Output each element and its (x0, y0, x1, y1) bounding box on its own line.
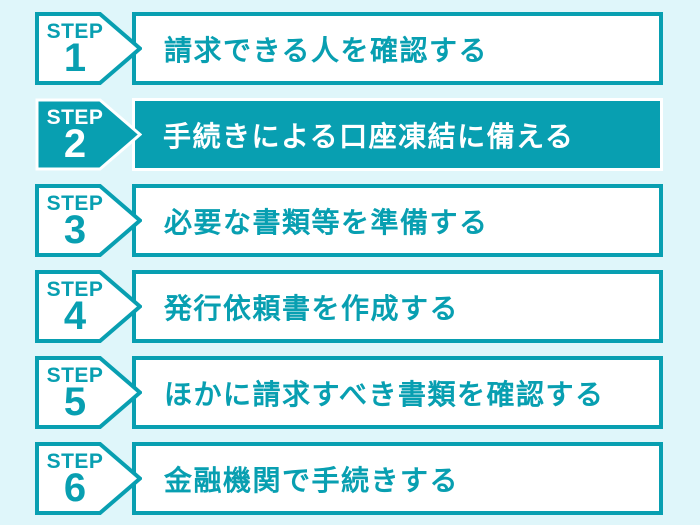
step-row: 発行依頼書を作成する STEP 4 (35, 270, 663, 343)
step-title-bar: 手続きによる口座凍結に備える (132, 98, 663, 171)
step-title: 必要な書類等を準備する (164, 206, 489, 238)
arrow-pentagon-shape (35, 98, 142, 171)
step-title-bar: ほかに請求すべき書類を確認する (132, 356, 663, 429)
step-title-bar: 請求できる人を確認する (132, 12, 663, 85)
step-title: 金融機関で手続きする (164, 464, 460, 496)
step-arrow-badge (35, 270, 142, 343)
step-title: 発行依頼書を作成する (164, 292, 460, 324)
step-title-bar: 発行依頼書を作成する (132, 270, 663, 343)
step-title: ほかに請求すべき書類を確認する (164, 378, 605, 410)
step-arrow-badge (35, 98, 142, 171)
step-title-bar: 必要な書類等を準備する (132, 184, 663, 257)
step-arrow-badge (35, 442, 142, 515)
step-row: 手続きによる口座凍結に備える STEP 2 (35, 98, 663, 171)
step-title: 手続きによる口座凍結に備える (163, 120, 575, 152)
step-row: ほかに請求すべき書類を確認する STEP 5 (35, 356, 663, 429)
step-title-bar: 金融機関で手続きする (132, 442, 663, 515)
step-arrow-badge (35, 184, 142, 257)
step-title: 請求できる人を確認する (164, 34, 488, 66)
arrow-pentagon-shape (35, 356, 142, 429)
step-row: 必要な書類等を準備する STEP 3 (35, 184, 663, 257)
step-row: 請求できる人を確認する STEP 1 (35, 12, 663, 85)
arrow-pentagon-shape (35, 184, 142, 257)
arrow-pentagon-shape (35, 442, 142, 515)
step-arrow-badge (35, 12, 142, 85)
step-arrow-badge (35, 356, 142, 429)
steps-list: 請求できる人を確認する STEP 1 手続きによる口座凍結に備える STEP 2… (35, 12, 663, 525)
arrow-pentagon-shape (35, 270, 142, 343)
arrow-pentagon-shape (35, 12, 142, 85)
step-row: 金融機関で手続きする STEP 6 (35, 442, 663, 515)
